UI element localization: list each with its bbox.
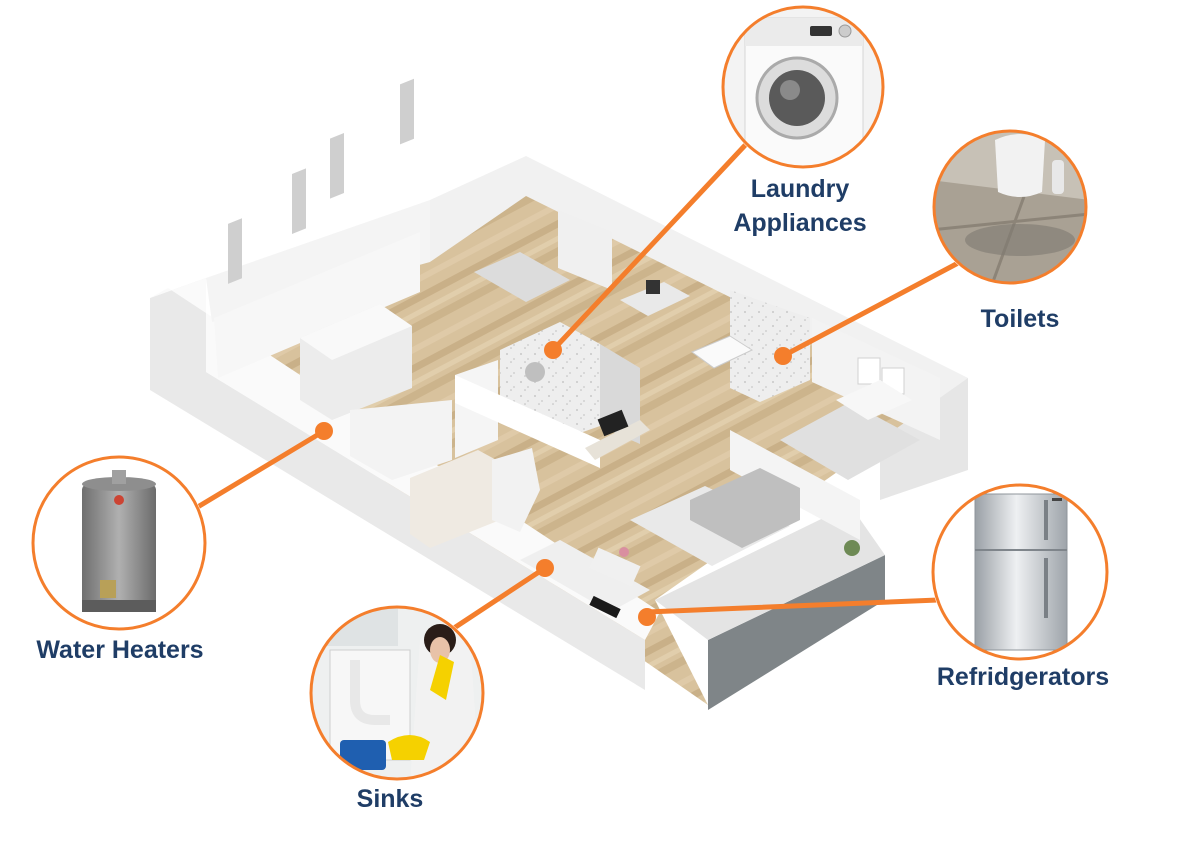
toilets-callout-image[interactable] <box>930 128 1090 290</box>
tv <box>597 409 629 437</box>
dining-table <box>589 547 641 587</box>
laundry-label-line-2: Appliances <box>733 209 867 237</box>
outer-wall-back-left <box>206 200 430 322</box>
hotspot-laundry[interactable] <box>544 341 562 359</box>
water-heaters-label: Water Heaters <box>10 633 230 667</box>
sinks-label-text: Sinks <box>356 785 424 813</box>
refrigerator-callout-image[interactable] <box>930 483 1110 664</box>
hotspot-water-heaters[interactable] <box>315 422 333 440</box>
floor-plan <box>150 78 968 710</box>
left-bedroom-back-wall <box>214 232 420 378</box>
sinks-callout-image[interactable] <box>308 604 488 784</box>
sink-leak-icon <box>311 607 483 779</box>
bathtub <box>690 335 754 369</box>
leader-sinks <box>445 565 548 635</box>
hotspots <box>315 341 792 626</box>
top-bed <box>474 252 570 302</box>
closet-top <box>300 304 412 360</box>
refrigerators-label: Refridgerators <box>908 660 1138 694</box>
sweet-dreams-frame-1 <box>857 357 881 385</box>
hotspot-toilets[interactable] <box>774 347 792 365</box>
hotspot-refrigerators[interactable] <box>638 608 656 626</box>
bathroom-wall <box>730 290 810 402</box>
toilets-label-text: Toilets <box>980 305 1060 333</box>
water-heater-callout-image[interactable] <box>30 455 210 635</box>
hotspot-sinks[interactable] <box>536 559 554 577</box>
plant <box>844 540 860 556</box>
refrigerator-icon <box>933 485 1107 659</box>
kitchen-shelves <box>410 450 500 548</box>
laundry-label-line-1: Laundry <box>750 175 850 203</box>
leader-laundry <box>550 137 753 353</box>
tv-console <box>585 420 650 460</box>
study-desk <box>620 282 690 316</box>
leader-water-heaters <box>193 428 327 511</box>
water-heaters-label-text: Water Heaters <box>36 636 204 664</box>
leader-refrigerators <box>644 597 941 615</box>
sofa <box>690 468 800 548</box>
leader-toilets <box>780 259 963 359</box>
water-heater-icon <box>33 457 205 629</box>
refrigerators-label-text: Refridgerators <box>936 663 1110 691</box>
right-bed <box>780 402 920 480</box>
interior-wall-4 <box>730 430 860 540</box>
cooktop <box>589 595 621 619</box>
washing-machine-icon <box>723 7 883 167</box>
wardrobe <box>558 210 612 290</box>
washer-in-plan <box>525 362 545 382</box>
laundry-appliances-label: Laundry Appliances <box>700 172 900 240</box>
balcony-glass <box>708 555 885 710</box>
interior-wall-3 <box>350 400 452 480</box>
outer-wall-left <box>150 278 645 690</box>
monitor <box>646 280 660 294</box>
outer-wall-right <box>880 378 968 500</box>
interior-wall-2 <box>455 375 600 468</box>
kitchen-cabinet <box>492 448 540 532</box>
outer-wall-back-right <box>430 156 968 422</box>
flower-vase <box>619 547 629 557</box>
curtains-left <box>228 78 414 284</box>
counter <box>520 540 650 612</box>
toilet-icon <box>934 131 1086 283</box>
right-bed-pillows <box>836 380 912 420</box>
leader-lines <box>193 137 963 635</box>
sinks-label: Sinks <box>330 782 450 816</box>
laundry-callout-image[interactable] <box>720 5 890 175</box>
balcony-floor <box>655 505 885 640</box>
toilets-label: Toilets <box>950 302 1090 336</box>
